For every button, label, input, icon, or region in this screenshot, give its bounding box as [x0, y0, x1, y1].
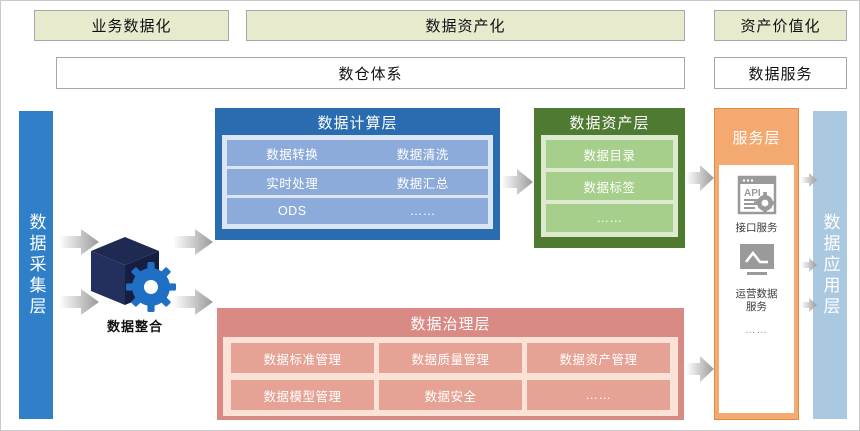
governance-cell[interactable]: 数据质量管理: [379, 343, 522, 373]
panel-governance-title: 数据治理层: [218, 309, 683, 337]
panel-compute-title: 数据计算层: [216, 109, 499, 135]
data-integration-icon-group: 数据整合: [89, 235, 181, 335]
panel-asset-title: 数据资产层: [535, 109, 684, 135]
band-data-application-layer: 数据应用层: [813, 111, 847, 419]
compute-row: 实时处理 数据汇总: [227, 169, 488, 195]
panel-data-compute-layer: 数据计算层 数据转换 数据清洗 实时处理 数据汇总 ODS ……: [215, 108, 500, 240]
compute-cell[interactable]: ODS: [227, 198, 358, 224]
panel-asset-body: 数据目录 数据标签 ……: [541, 135, 678, 237]
governance-row: 数据模型管理 数据安全 ……: [231, 380, 670, 410]
service-item-operations-label: 运营数据 服务: [735, 288, 778, 314]
service-more-dots: ……: [745, 324, 768, 337]
compute-cell[interactable]: 实时处理: [227, 169, 358, 195]
compute-row: 数据转换 数据清洗: [227, 140, 488, 166]
arrow-asset-to-service: [686, 165, 714, 191]
chip-business-digitization: 业务数据化: [34, 10, 229, 41]
cube-gear-icon: [91, 237, 176, 312]
asset-cell[interactable]: ……: [546, 204, 673, 232]
arrow-service-to-application-3: [801, 298, 817, 312]
arrow-integration-to-governance: [173, 289, 213, 315]
panel-data-asset-layer: 数据资产层 数据目录 数据标签 ……: [534, 108, 685, 248]
governance-cell[interactable]: 数据资产管理: [527, 343, 670, 373]
panel-service-layer: 服务层 API: [714, 108, 799, 420]
arrow-collect-to-integration-2: [59, 289, 99, 315]
service-item-operations[interactable]: 运营数据 服务: [735, 241, 779, 314]
governance-row: 数据标准管理 数据质量管理 数据资产管理: [231, 343, 670, 373]
monitor-chart-icon: [739, 244, 774, 276]
panel-service-title: 服务层: [715, 109, 798, 165]
compute-cell[interactable]: ……: [357, 198, 488, 224]
panel-governance-body: 数据标准管理 数据质量管理 数据资产管理 数据模型管理 数据安全 ……: [223, 337, 678, 416]
arrow-compute-to-asset: [501, 169, 533, 195]
panel-service-body: API 接口服务: [719, 165, 794, 413]
compute-cell[interactable]: 数据清洗: [357, 140, 488, 166]
governance-cell[interactable]: ……: [527, 380, 670, 410]
api-window-icon: API: [737, 175, 776, 215]
chip-data-assetization: 数据资产化: [246, 10, 685, 41]
arrow-integration-to-compute: [173, 229, 213, 255]
service-item-api[interactable]: API 接口服务: [735, 173, 779, 235]
compute-cell[interactable]: 数据汇总: [357, 169, 488, 195]
asset-cell[interactable]: 数据目录: [546, 140, 673, 168]
arrow-service-to-application-2: [801, 258, 817, 272]
arrow-governance-to-service: [686, 356, 714, 382]
arrow-collect-to-integration-1: [59, 229, 99, 255]
panel-data-governance-layer: 数据治理层 数据标准管理 数据质量管理 数据资产管理 数据模型管理 数据安全 ……: [217, 308, 684, 420]
data-integration-label: 数据整合: [106, 319, 163, 334]
arrow-service-to-application-1: [801, 173, 817, 187]
svg-text:API: API: [744, 188, 761, 199]
service-item-api-label: 接口服务: [735, 222, 778, 234]
panel-compute-body: 数据转换 数据清洗 实时处理 数据汇总 ODS ……: [222, 135, 493, 229]
chip-asset-valorization: 资产价值化: [714, 10, 847, 41]
compute-cell[interactable]: 数据转换: [227, 140, 358, 166]
box-data-warehouse-system: 数仓体系: [56, 57, 685, 89]
governance-cell[interactable]: 数据标准管理: [231, 343, 374, 373]
band-data-collection-layer: 数据采集层: [19, 111, 53, 419]
governance-cell[interactable]: 数据安全: [379, 380, 522, 410]
asset-cell[interactable]: 数据标签: [546, 172, 673, 200]
governance-cell[interactable]: 数据模型管理: [231, 380, 374, 410]
box-data-service: 数据服务: [714, 57, 847, 89]
compute-row: ODS ……: [227, 198, 488, 224]
